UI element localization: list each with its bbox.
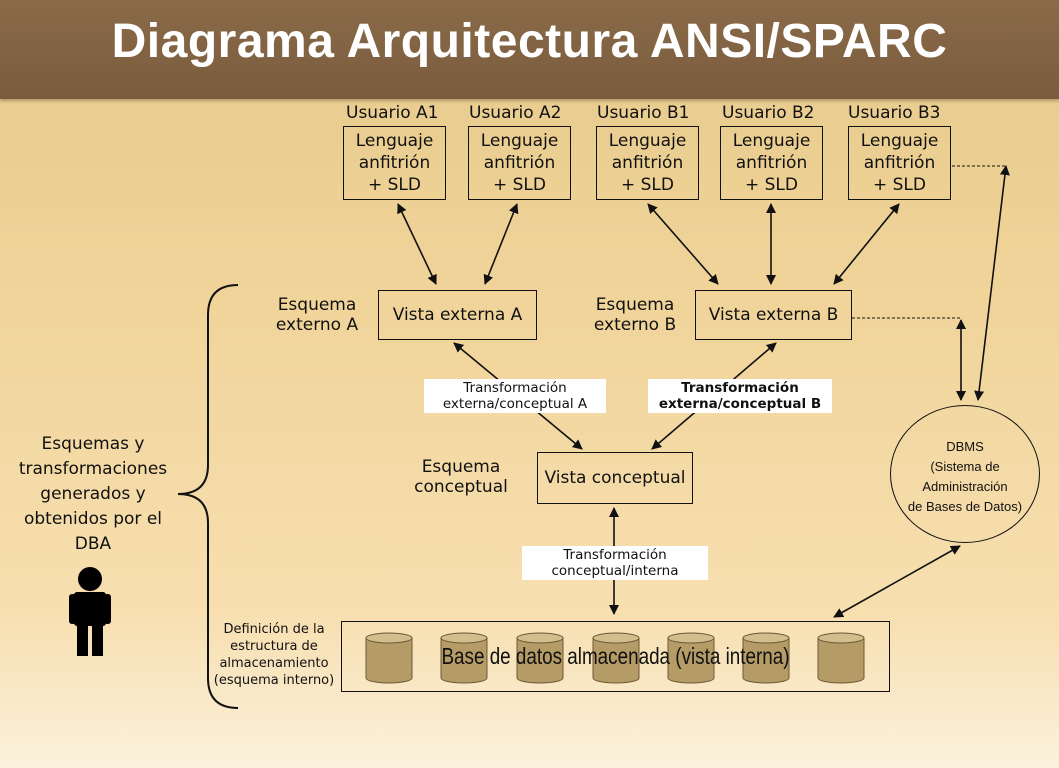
- dba-line: generados y: [40, 484, 146, 504]
- transform-line: conceptual/interna: [551, 563, 679, 579]
- schema-line: externo B: [593, 315, 677, 335]
- cylinder: [667, 632, 715, 684]
- user-label-b3: Usuario B3: [848, 103, 941, 123]
- arrow-a1-vista-a: [397, 203, 437, 285]
- box-line: anfitrión: [611, 153, 684, 173]
- cylinder: [742, 632, 790, 684]
- diagram-title: Diagrama Arquitectura ANSI/SPARC: [111, 15, 948, 68]
- external-schema-b-label: Esquema externo B: [580, 295, 690, 335]
- box-line: + SLD: [492, 175, 546, 195]
- box-line: Lenguaje: [608, 131, 687, 151]
- box-line: + SLD: [744, 175, 798, 195]
- arrow-dbms-storage: [833, 545, 961, 618]
- box-line: anfitrión: [358, 153, 431, 173]
- schema-line: Esquema: [421, 457, 501, 477]
- user-label-a2: Usuario A2: [469, 103, 562, 123]
- box-line: Lenguaje: [732, 131, 811, 151]
- box-line: + SLD: [367, 175, 421, 195]
- title-bar: Diagrama Arquitectura ANSI/SPARC: [0, 0, 1059, 99]
- transform-line: externa/conceptual B: [658, 396, 822, 412]
- arrow-dbms-b3: [974, 165, 1010, 401]
- schema-line: externo A: [275, 315, 359, 335]
- arrow-a2-vista-a: [483, 203, 519, 285]
- storage-def-line: almacenamiento: [219, 656, 329, 671]
- box-line: + SLD: [620, 175, 674, 195]
- user-label-b2: Usuario B2: [722, 103, 815, 123]
- cylinder: [440, 632, 488, 684]
- storage-def-line: Definición de la: [223, 622, 325, 637]
- cylinder: [817, 632, 865, 684]
- box-line: + SLD: [872, 175, 926, 195]
- cylinder: [516, 632, 564, 684]
- dba-line: DBA: [74, 534, 112, 554]
- conceptual-schema-label: Esquema conceptual: [398, 457, 524, 497]
- schema-line: Esquema: [595, 295, 675, 315]
- dbms-label: DBMS (Sistema de Administración de Bases…: [890, 437, 1040, 517]
- dba-line: transformaciones: [18, 459, 168, 479]
- transform-line: externa/conceptual A: [442, 396, 588, 412]
- external-view-b-box: Vista externa B: [695, 290, 852, 340]
- stored-database-label: Base de datos almacenada (vista interna): [441, 643, 790, 669]
- schema-line: Esquema: [277, 295, 357, 315]
- dba-brace: [177, 284, 239, 709]
- transform-line: Transformación: [681, 380, 799, 396]
- dba-person-icon: [69, 567, 111, 656]
- storage-cylinders: [365, 632, 865, 684]
- external-view-a-box: Vista externa A: [378, 290, 537, 340]
- stored-database-box: [341, 621, 890, 692]
- box-line: anfitrión: [735, 153, 808, 173]
- box-line: anfitrión: [483, 153, 556, 173]
- transform-line: Transformación: [563, 547, 667, 563]
- box-line: Lenguaje: [860, 131, 939, 151]
- arrow-b1-vista-b: [647, 203, 719, 285]
- dba-line: obtenidos por el: [23, 509, 163, 529]
- dbms-circle: [890, 405, 1040, 543]
- external-schema-a-label: Esquema externo A: [262, 295, 372, 335]
- dbms-line: de Bases de Datos): [907, 499, 1023, 514]
- box-line: anfitrión: [863, 153, 936, 173]
- dba-schemas-text: Esquemas y transformaciones generados y …: [10, 432, 176, 557]
- box-line: Lenguaje: [480, 131, 559, 151]
- cylinder: [365, 632, 413, 684]
- conceptual-view-box: Vista conceptual: [537, 452, 693, 504]
- dbms-line: (Sistema de Administración: [922, 459, 1008, 494]
- storage-def-line: estructura de: [230, 639, 318, 654]
- user-label-a1: Usuario A1: [346, 103, 439, 123]
- box-line: Lenguaje: [355, 131, 434, 151]
- storage-definition-text: Definición de la estructura de almacenam…: [205, 621, 343, 689]
- dba-line: Esquemas y: [41, 434, 145, 454]
- schema-line: conceptual: [414, 477, 508, 497]
- arrow-b3-vista-b: [833, 203, 900, 285]
- storage-def-line: (esquema interno): [213, 673, 335, 688]
- dbms-line: DBMS: [946, 439, 984, 454]
- transform-line: Transformación: [463, 380, 567, 396]
- cylinder: [592, 632, 640, 684]
- user-label-b1: Usuario B1: [597, 103, 690, 123]
